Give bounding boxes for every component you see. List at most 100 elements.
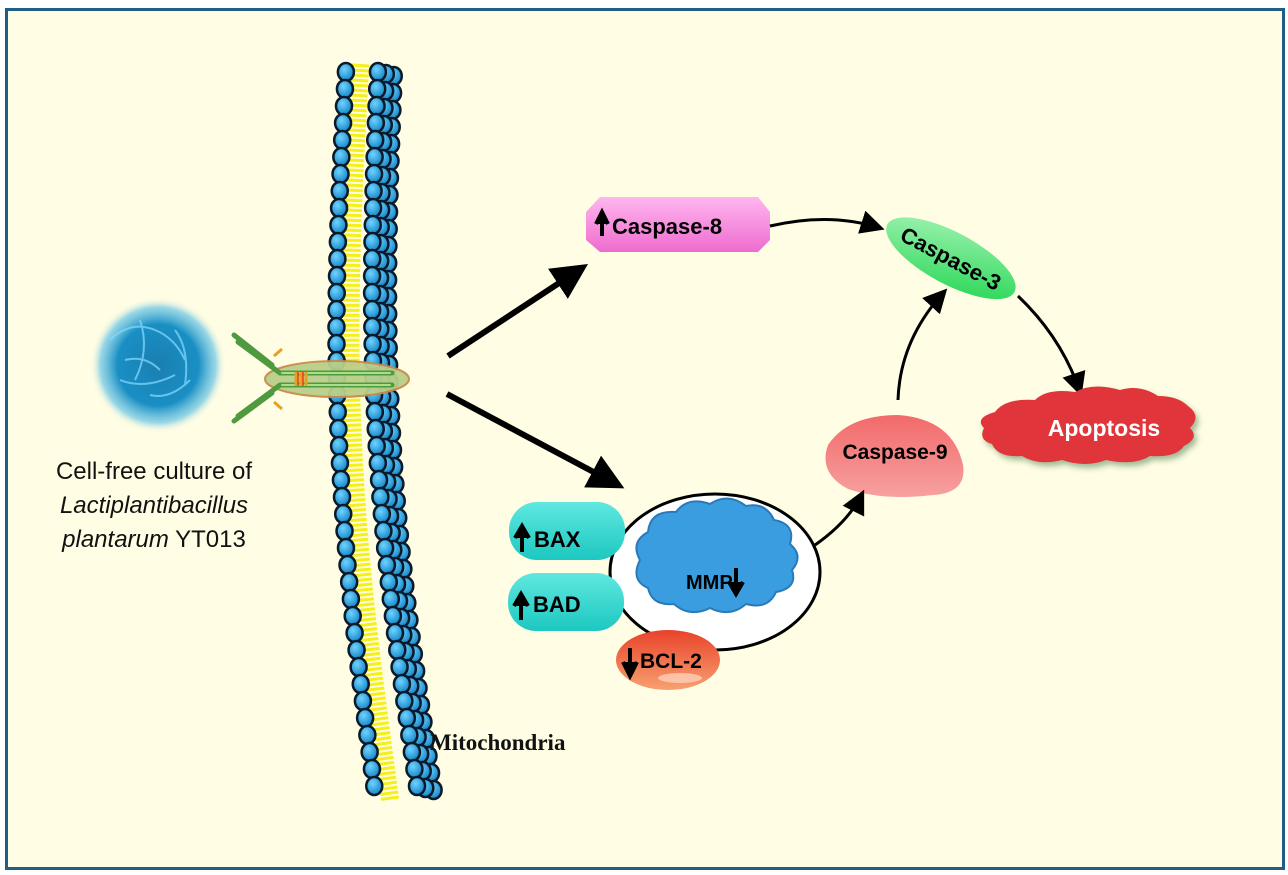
arrow-caspase8-to-caspase3	[769, 210, 885, 234]
lipid-head	[332, 146, 351, 168]
caption-species: plantarum	[62, 526, 169, 553]
lipid-head	[365, 401, 385, 423]
lipid-head	[363, 197, 383, 219]
up-arrow-icon	[594, 207, 610, 236]
lipid-head	[397, 707, 417, 729]
lipid-head	[402, 741, 422, 763]
caption-line-1: Cell-free culture of	[55, 458, 253, 485]
lipid-head	[353, 690, 373, 712]
lipid-head	[327, 265, 347, 287]
lipid-head	[329, 197, 349, 219]
lipid-head	[358, 724, 377, 746]
lipid-head	[329, 214, 348, 236]
lipid-head	[338, 554, 357, 576]
lipid-head	[388, 639, 407, 661]
lipid-head	[407, 775, 427, 797]
lipid-head	[345, 622, 364, 644]
lipid-head	[355, 707, 375, 729]
lipid-head	[365, 775, 384, 797]
mmp-label: MMP	[686, 572, 733, 594]
lipid-head	[327, 282, 346, 304]
source-caption: Cell-free culture of Lactiplantibacillus…	[20, 455, 288, 557]
lipid-head	[334, 95, 354, 117]
bcl-2-label: BCL-2	[640, 650, 702, 673]
lipid-head	[328, 248, 347, 270]
arrow-receptor-to-mitochondrion	[445, 391, 625, 489]
apoptosis-label: Apoptosis	[1048, 415, 1160, 441]
lipid-head	[368, 61, 388, 83]
caspase-8-node: Caspase-8	[586, 197, 770, 252]
lipid-head	[383, 605, 403, 627]
lipid-head	[362, 758, 382, 780]
lipid-head	[363, 214, 383, 236]
lipid-head	[366, 418, 385, 440]
lipid-head	[339, 571, 359, 593]
arrow-caspase9-to-caspase3	[896, 288, 948, 401]
lipid-head	[362, 282, 382, 304]
lipid-head	[328, 231, 348, 253]
lipid-head	[368, 452, 388, 474]
bad-node: BAD	[508, 573, 624, 631]
lipid-head	[362, 299, 382, 321]
lipid-head	[392, 673, 412, 695]
lipid-head	[341, 588, 361, 610]
lipid-head	[364, 163, 384, 185]
bcl-2-node: BCL-2	[616, 630, 720, 690]
lipid-head	[347, 639, 366, 661]
lipid-head	[367, 78, 387, 100]
caption-genus: Lactiplantibacillus	[59, 492, 249, 519]
lipid-head	[331, 163, 350, 185]
lipid-head	[333, 503, 353, 525]
lipid-head	[335, 520, 354, 542]
lipid-head	[333, 112, 353, 134]
caspase-9-node: Caspase-9	[825, 415, 964, 497]
lipid-head	[369, 469, 389, 491]
lipid-head	[336, 537, 356, 559]
arrow-caspase3-to-apoptosis	[1016, 294, 1086, 397]
lipid-head	[328, 401, 347, 423]
lipid-head	[365, 129, 385, 151]
lipid-head	[364, 180, 383, 202]
lipid-head	[335, 78, 355, 100]
lipid-head	[330, 452, 350, 474]
lipid-head	[377, 554, 397, 576]
lipid-head	[343, 605, 362, 627]
bax-label: BAX	[534, 527, 581, 552]
down-arrow-icon	[727, 568, 745, 598]
mitochondria-label: Mitochondria	[430, 730, 566, 755]
lipid-head	[379, 571, 399, 593]
caspase-8-label: Caspase-8	[612, 214, 722, 239]
up-arrow-icon	[512, 590, 530, 620]
lipid-head	[329, 435, 349, 457]
up-arrow-icon	[513, 522, 531, 552]
lipid-head	[372, 503, 392, 525]
lipid-head	[400, 724, 419, 746]
lipid-head	[375, 537, 395, 559]
lipid-head	[371, 486, 390, 508]
lipid-head	[363, 333, 382, 355]
lipid-head	[390, 656, 409, 678]
caspase-3-node: Caspase-3	[886, 217, 1016, 300]
bax-node: BAX	[509, 502, 625, 560]
lipid-head	[327, 316, 346, 338]
lipid-head	[395, 690, 414, 712]
lipid-head	[367, 95, 386, 117]
lipid-head	[336, 61, 356, 83]
down-arrow-icon	[621, 648, 639, 681]
lipid-head	[362, 265, 382, 287]
lipid-head	[365, 146, 384, 168]
caption-strain: YT013	[175, 526, 246, 553]
lipid-head	[362, 248, 382, 270]
lipid-head	[327, 333, 346, 355]
caspase-9-label: Caspase-9	[842, 441, 947, 464]
bad-label: BAD	[533, 592, 581, 617]
antibody-receptor-icon	[231, 332, 410, 424]
lipid-head	[329, 418, 348, 440]
lipid-head	[332, 129, 352, 151]
lipid-head	[331, 469, 351, 491]
lipid-head	[366, 112, 386, 134]
lipid-head	[349, 656, 368, 678]
lipid-head	[327, 299, 346, 321]
mitochondrial-membrane	[327, 61, 443, 802]
